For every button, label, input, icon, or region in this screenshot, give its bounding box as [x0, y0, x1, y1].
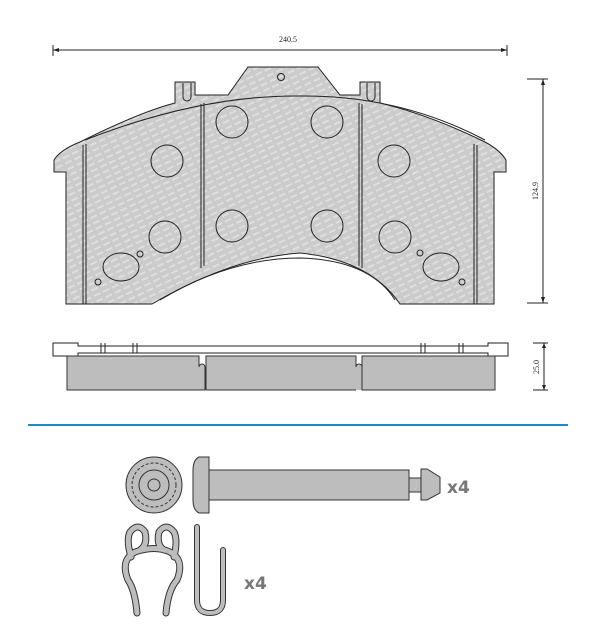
pin-quantity: x4 — [447, 478, 470, 498]
thickness-dimension: 25.0 — [532, 342, 548, 391]
width-dimension: 240.5 — [52, 35, 508, 56]
pad-side-view — [52, 342, 509, 391]
clip-kit: x4 — [121, 523, 267, 617]
pin-icon — [192, 456, 441, 514]
thickness-label: 25.0 — [532, 360, 541, 374]
width-label: 240.5 — [279, 35, 297, 44]
clip-quantity: x4 — [244, 574, 267, 594]
height-dimension: 124.9 — [527, 78, 548, 304]
hook-icon — [194, 524, 226, 617]
spring-clip-icon — [121, 523, 184, 617]
pad-front-view — [53, 66, 507, 305]
height-label: 124.9 — [531, 182, 540, 200]
washer-icon — [125, 456, 183, 514]
pin-kit: x4 — [125, 456, 470, 514]
